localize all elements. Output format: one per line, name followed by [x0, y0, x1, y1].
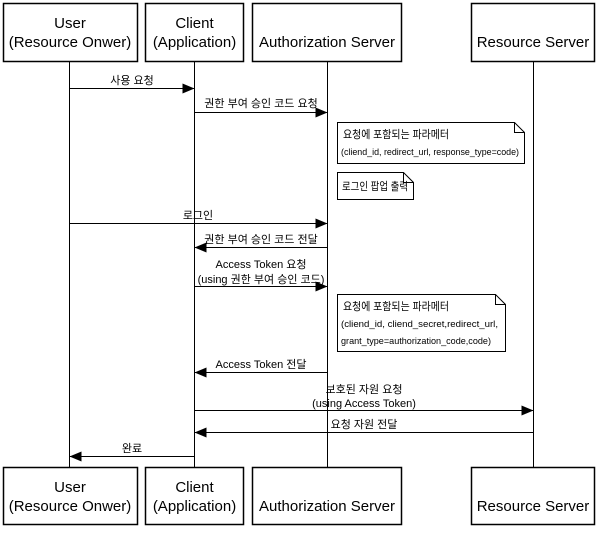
note-text-line: (cliend_id, cliend_secret,redirect_url, [341, 319, 498, 330]
note-request-params-1: 요청에 포함되는 파라메터 (cliend_id, redirect_url, … [337, 122, 525, 164]
note-fold-corner-icon [495, 294, 506, 305]
participant-box [470, 2, 596, 63]
message-label: 완료 [122, 442, 142, 455]
note-text-line: (cliend_id, redirect_url, response_type=… [341, 147, 519, 158]
participant-name: User [54, 15, 86, 32]
message-label: 권한 부여 승인 코드 전달 [204, 233, 317, 246]
message-complete: 완료 [69, 442, 195, 462]
participant-subname: (Application) [153, 498, 236, 515]
message-label: 로그인 [183, 209, 213, 222]
message-login: 로그인 [69, 209, 328, 229]
note-text-line: 요청에 포함되는 파라메터 [343, 128, 449, 141]
message-protected-resource-request: 보호된 자원 요청 (using Access Token) [194, 383, 534, 416]
message-label: 요청 자원 전달 [331, 418, 398, 431]
participant-name: Authorization Server [259, 498, 395, 515]
participant-subname: (Resource Onwer) [9, 34, 132, 51]
participant-name: User [54, 479, 86, 496]
participant-client-top: Client (Application) [144, 2, 245, 63]
note-text-line: grant_type=authorization_code,code) [341, 336, 491, 347]
participant-name: Resource Server [477, 498, 590, 515]
note-fold-corner-icon [514, 122, 525, 133]
participant-resource-server-top: Resource Server [470, 2, 596, 63]
note-shape [337, 122, 525, 164]
message-auth-code-request: 권한 부여 승인 코드 요청 [194, 97, 328, 118]
participant-box [2, 2, 139, 63]
participant-user-bottom: User (Resource Onwer) [2, 466, 139, 526]
participant-client-bottom: Client (Application) [144, 466, 245, 526]
message-sublabel: (using 권한 부여 승인 코드) [198, 273, 325, 286]
message-label: 보호된 자원 요청 [326, 383, 403, 396]
note-request-params-2: 요청에 포함되는 파라메터 (cliend_id, cliend_secret,… [337, 294, 506, 352]
note-shape [337, 172, 414, 200]
message-auth-code-delivery: 권한 부여 승인 코드 전달 [194, 233, 328, 253]
note-text-line: 요청에 포함되는 파라메터 [343, 300, 449, 313]
message-label: Access Token 요청 [216, 258, 307, 271]
participant-authorization-server-bottom: Authorization Server [251, 466, 403, 526]
note-shape [337, 294, 506, 352]
message-sublabel: (using Access Token) [312, 398, 416, 410]
participant-name: Authorization Server [259, 34, 395, 51]
note-text-line: 로그인 팝업 출력 [342, 180, 408, 193]
message-label: 사용 요청 [110, 74, 154, 87]
participant-subname: (Resource Onwer) [9, 498, 132, 515]
message-requested-resource-delivery: 요청 자원 전달 [194, 418, 534, 438]
participant-resource-server-bottom: Resource Server [470, 466, 596, 526]
participant-box [144, 466, 245, 526]
participant-name: Client [175, 15, 214, 32]
participant-authorization-server-top: Authorization Server [251, 2, 403, 63]
note-login-popup: 로그인 팝업 출력 [337, 172, 414, 200]
message-label: 권한 부여 승인 코드 요청 [204, 97, 317, 110]
participant-box [251, 2, 403, 63]
participant-box [2, 466, 139, 526]
note-fold-corner-icon [403, 172, 414, 183]
message-access-token-delivery: Access Token 전달 [194, 358, 328, 378]
participant-subname: (Application) [153, 34, 236, 51]
participant-box [144, 2, 245, 63]
participant-box [251, 466, 403, 526]
participant-box [470, 466, 596, 526]
participant-name: Client [175, 479, 214, 496]
message-label: Access Token 전달 [216, 358, 307, 371]
participant-user-top: User (Resource Onwer) [2, 2, 139, 63]
message-access-token-request: Access Token 요청 (using 권한 부여 승인 코드) [194, 258, 328, 292]
participant-name: Resource Server [477, 34, 590, 51]
message-use-request: 사용 요청 [69, 74, 195, 94]
